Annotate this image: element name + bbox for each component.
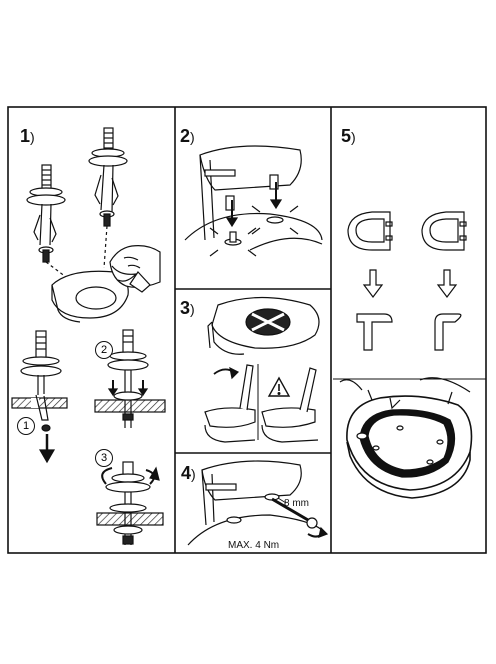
substep-2-badge: 2 bbox=[95, 341, 113, 359]
section-bolt-inserted bbox=[94, 329, 166, 428]
cross-arrows-icon-large bbox=[245, 308, 291, 336]
substep-3-badge: 3 bbox=[95, 449, 113, 467]
panel-5-drawing bbox=[333, 211, 486, 499]
cross-arrows-icon bbox=[209, 205, 299, 257]
panel-1-drawing bbox=[11, 127, 166, 545]
seat-perspective bbox=[346, 389, 473, 499]
panel-4-drawing bbox=[187, 460, 329, 546]
bolt-right bbox=[88, 127, 128, 227]
step-2-number: 2) bbox=[180, 126, 195, 146]
seat-top-view-right bbox=[421, 211, 467, 251]
toilet-bowl bbox=[51, 270, 129, 323]
substep-1-badge: 1 bbox=[17, 417, 35, 435]
section-nut-tighten bbox=[96, 461, 164, 545]
arrow-down-icon bbox=[362, 269, 384, 298]
panel-3-drawing bbox=[204, 296, 320, 443]
hand-cleaning bbox=[109, 245, 161, 293]
bolt-left bbox=[26, 164, 66, 263]
wrench-icon bbox=[271, 497, 329, 538]
warning-icon bbox=[267, 376, 291, 397]
step-1-number: 1) bbox=[20, 126, 35, 146]
torque-label: MAX. 4 Nm bbox=[228, 540, 280, 551]
section-bolt-removal bbox=[11, 330, 68, 464]
panel-2-drawing bbox=[184, 145, 323, 257]
wrench-size-label: 8 mm bbox=[284, 498, 309, 509]
step-4-number: 4) bbox=[181, 463, 196, 483]
seat-top-view-left bbox=[347, 211, 393, 251]
arrow-down-icon bbox=[436, 269, 458, 298]
step-3-number: 3) bbox=[180, 298, 195, 318]
panel-frame bbox=[7, 106, 487, 554]
step-5-number: 5) bbox=[341, 126, 356, 146]
